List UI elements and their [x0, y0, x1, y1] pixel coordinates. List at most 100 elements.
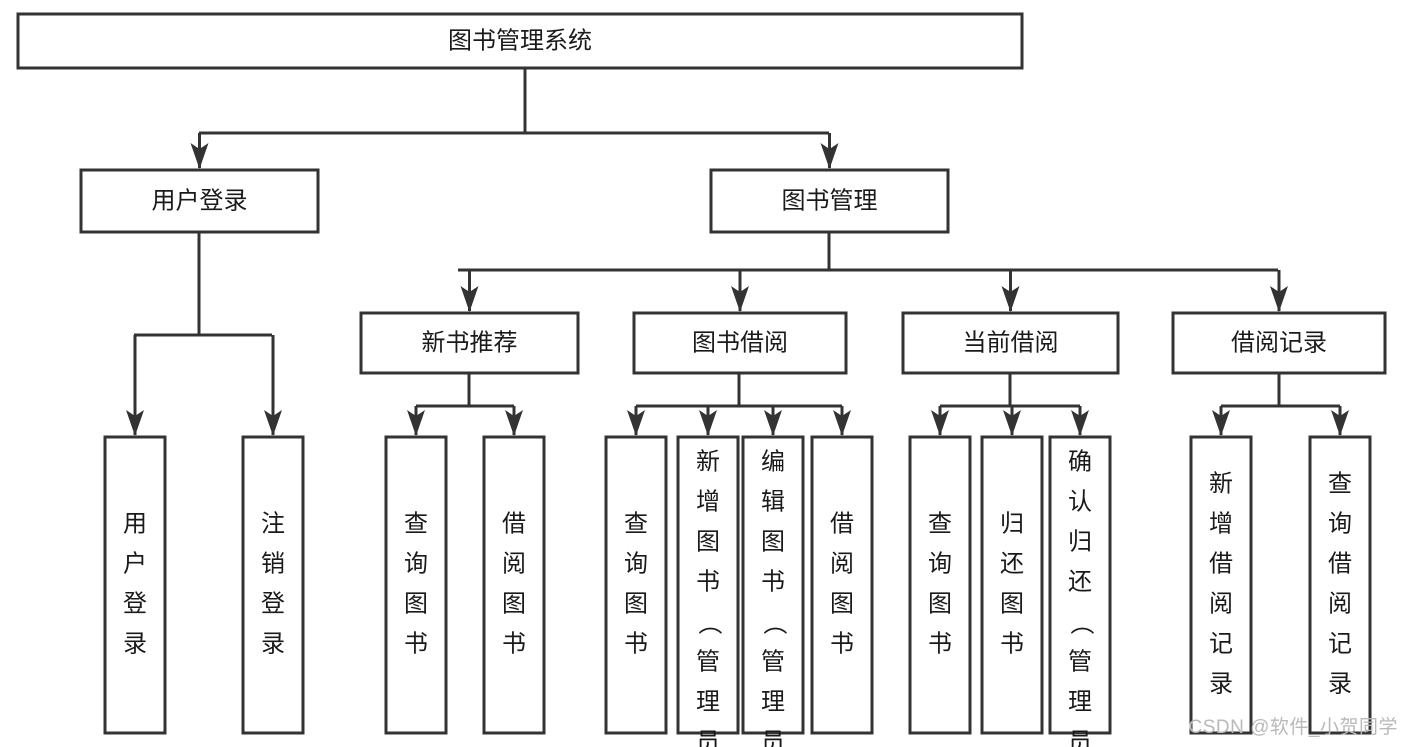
node-label-char: 查	[928, 510, 952, 537]
node-box[interactable]	[1308, 435, 1372, 735]
node-label-char: 查	[624, 510, 648, 537]
node-label-char: 新	[696, 448, 720, 475]
node-label-char: 员	[1068, 728, 1092, 747]
node-box[interactable]	[359, 311, 580, 375]
arrowhead-icon	[1003, 410, 1021, 436]
node-box[interactable]	[1189, 435, 1253, 735]
node-label-char: 归	[1000, 510, 1024, 537]
node-box[interactable]	[1048, 435, 1112, 735]
node-root[interactable]: 图书管理系统	[16, 12, 1024, 70]
node-label-char: 确	[1068, 448, 1092, 475]
node-box[interactable]	[1171, 311, 1387, 375]
node-label-char: 登	[261, 590, 285, 617]
node-label-char: 书	[928, 630, 952, 657]
node-label-char: 增	[1209, 510, 1233, 537]
arrowhead-icon	[264, 410, 282, 436]
node-label-char: 查	[404, 510, 428, 537]
node-label-char: 录	[1209, 670, 1233, 697]
node-box[interactable]	[16, 12, 1024, 70]
connector-current-to-leaves	[931, 373, 1089, 436]
node-borrow-record[interactable]: 借阅记录	[1171, 311, 1387, 375]
node-label-char: 借	[502, 510, 526, 537]
node-label: 借阅记录	[1231, 329, 1327, 356]
node-leaf-user-login[interactable]: 用户登录	[103, 435, 167, 735]
node-label-char: 借	[830, 510, 854, 537]
node-box[interactable]	[482, 435, 546, 735]
node-label-char: 新	[1209, 470, 1233, 497]
node-label-char: 查	[1328, 470, 1352, 497]
node-box[interactable]	[810, 435, 874, 735]
node-label-char: 图	[830, 590, 854, 617]
node-label-char: 管	[696, 648, 720, 675]
node-box[interactable]	[384, 435, 448, 735]
node-label-char: 还	[1068, 568, 1092, 595]
arrowhead-icon	[820, 143, 839, 169]
node-label-char: 询	[928, 550, 952, 577]
node-label-char: 理	[696, 688, 720, 715]
node-box[interactable]	[632, 311, 848, 375]
node-label-char: 阅	[1209, 590, 1233, 617]
arrowhead-icon	[627, 410, 645, 436]
node-box[interactable]	[901, 311, 1120, 375]
node-label: 图书管理	[782, 187, 878, 214]
node-box[interactable]	[741, 435, 805, 735]
connector-borrow-to-leaves	[627, 373, 851, 436]
node-label-char: 阅	[1328, 590, 1352, 617]
node-box[interactable]	[79, 168, 320, 234]
node-label-char: 记	[1328, 630, 1352, 657]
node-box[interactable]	[908, 435, 972, 735]
node-label-char: 录	[1328, 670, 1352, 697]
node-label-char: 图	[502, 590, 526, 617]
node-label-char: 书	[696, 568, 720, 595]
node-box[interactable]	[676, 435, 740, 735]
node-book-borrow[interactable]: 图书借阅	[632, 311, 848, 375]
arrowhead-icon	[1001, 286, 1020, 312]
node-label-char: 记	[1209, 630, 1233, 657]
node-label-char: 归	[1068, 528, 1092, 555]
node-box[interactable]	[709, 168, 950, 234]
node-layer: 图书管理系统用户登录图书管理新书推荐图书借阅当前借阅借阅记录用户登录注销登录查询…	[16, 12, 1387, 747]
node-box[interactable]	[241, 435, 305, 735]
node-box[interactable]	[103, 435, 167, 735]
node-current-borrow[interactable]: 当前借阅	[901, 311, 1120, 375]
node-label-char: 书	[624, 630, 648, 657]
node-label-char: 图	[761, 528, 785, 555]
node-label-char: （	[696, 611, 723, 635]
node-label-char: 图	[624, 590, 648, 617]
node-label-char: 登	[123, 590, 147, 617]
node-label-char: 增	[696, 488, 720, 515]
connector-bookmanage-to-level2	[458, 232, 1288, 312]
node-label-char: 书	[404, 630, 428, 657]
node-label-char: （	[761, 611, 788, 635]
arrowhead-icon	[833, 410, 851, 436]
node-book-manage[interactable]: 图书管理	[709, 168, 950, 234]
node-box[interactable]	[604, 435, 668, 735]
node-label-char: 书	[1000, 630, 1024, 657]
arrowhead-icon	[1071, 410, 1089, 436]
connector-userlogin-to-leaves	[126, 232, 282, 436]
connector-record-to-leaves	[1212, 373, 1349, 436]
node-label-char: 销	[261, 550, 285, 577]
node-new-book-recommend[interactable]: 新书推荐	[359, 311, 580, 375]
node-label-char: 询	[404, 550, 428, 577]
node-user-login[interactable]: 用户登录	[79, 168, 320, 234]
node-box[interactable]	[980, 435, 1044, 735]
arrowhead-icon	[407, 410, 425, 436]
node-label-char: 户	[123, 550, 147, 577]
node-label-char: 录	[123, 630, 147, 657]
node-label-char: 员	[696, 728, 720, 747]
node-label-char: 还	[1000, 550, 1024, 577]
